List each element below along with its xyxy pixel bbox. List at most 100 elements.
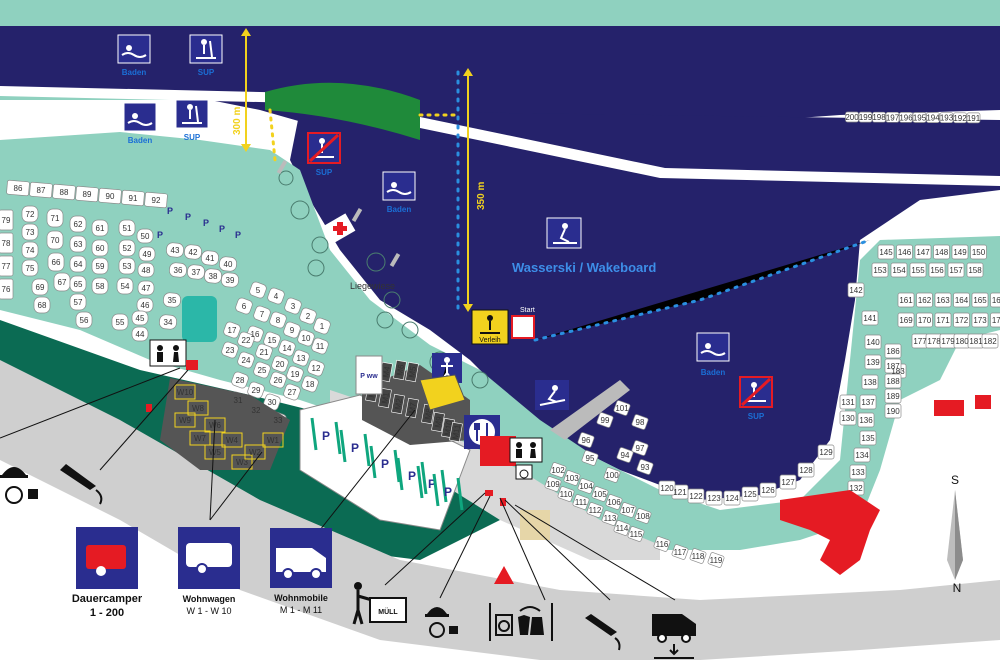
service-building-west bbox=[186, 360, 198, 370]
pitch-number: 194 bbox=[926, 114, 940, 123]
pitch-number: 99 bbox=[601, 416, 610, 425]
pitch bbox=[557, 486, 575, 502]
pitch-box bbox=[299, 307, 317, 325]
trailer-wheel-icon bbox=[196, 563, 208, 575]
pitch-box bbox=[159, 314, 177, 330]
pitch-number: 155 bbox=[911, 266, 925, 275]
pitch-number: 162 bbox=[918, 296, 932, 305]
pitch-number: 158 bbox=[968, 266, 982, 275]
pitch-number: 54 bbox=[121, 282, 130, 291]
pitch bbox=[909, 262, 927, 278]
pointer-line bbox=[504, 499, 611, 601]
pitch-number: 48 bbox=[142, 266, 151, 275]
pitch bbox=[990, 292, 1000, 308]
pitch-number: 18 bbox=[306, 380, 315, 389]
pitch-number: 120 bbox=[660, 484, 674, 493]
pitch-box bbox=[283, 321, 301, 339]
pitch bbox=[221, 272, 239, 288]
pitch-number: 101 bbox=[615, 404, 629, 413]
pitch bbox=[631, 414, 649, 430]
pitch-number: 127 bbox=[781, 478, 795, 487]
pitch-number: 110 bbox=[560, 490, 573, 499]
parking-small-letter: P bbox=[185, 212, 191, 222]
pitch-box bbox=[267, 287, 285, 305]
pitch bbox=[169, 262, 187, 278]
pitch-box bbox=[864, 334, 882, 350]
tree bbox=[366, 252, 386, 272]
pitch-box bbox=[144, 191, 168, 209]
pitch-box bbox=[859, 394, 877, 410]
pitch bbox=[605, 494, 623, 510]
pitch-box bbox=[0, 278, 14, 300]
sign-baden-1-label: Baden bbox=[122, 68, 147, 77]
pitch-box bbox=[899, 112, 913, 123]
parking-letter: P bbox=[428, 477, 436, 491]
pitch-box bbox=[98, 187, 122, 205]
legend-dauercamper-title: Dauercamper bbox=[72, 593, 143, 605]
pitch-number: 96 bbox=[582, 436, 591, 445]
pitch-box bbox=[933, 244, 950, 260]
tree bbox=[471, 371, 489, 389]
legend-dump-station bbox=[652, 614, 696, 659]
wohnwagen-pitch-number: W5 bbox=[209, 448, 222, 457]
pitch-box bbox=[953, 112, 967, 124]
pitch bbox=[204, 268, 222, 284]
pitch bbox=[75, 185, 99, 203]
legend-wohnwagen-title: Wohnwagen bbox=[183, 594, 236, 604]
waterski-icon bbox=[562, 223, 568, 229]
pitch bbox=[137, 262, 155, 278]
building bbox=[934, 400, 964, 416]
red-buildings-east bbox=[780, 395, 991, 575]
pitch-number: 97 bbox=[636, 444, 645, 453]
pitch-box bbox=[658, 480, 676, 496]
pitch-number: 45 bbox=[136, 314, 145, 323]
trash-bin-icon bbox=[369, 597, 407, 623]
legend-wohnmobile-range: M 1 - M 11 bbox=[280, 605, 322, 615]
pitch bbox=[118, 219, 136, 237]
pitch-number: 13 bbox=[297, 354, 306, 363]
plate-icon bbox=[5, 486, 23, 504]
wohnmobile-pitch-number: M5 bbox=[407, 365, 418, 378]
cloche-icon-base bbox=[0, 475, 28, 478]
sign-sup-forbidden-1-label: SUP bbox=[316, 168, 333, 177]
pitch-number: 56 bbox=[80, 316, 89, 325]
pitch bbox=[118, 239, 136, 257]
pitch-box bbox=[577, 432, 595, 448]
pitch-number: 166 bbox=[992, 296, 1000, 305]
pitch bbox=[884, 388, 902, 404]
wohnwagen-pitch bbox=[262, 432, 284, 448]
pitch-number: 44 bbox=[136, 330, 145, 339]
start-building bbox=[511, 315, 535, 339]
swim-icon-wave bbox=[127, 120, 153, 126]
pitch-box bbox=[953, 312, 970, 328]
pitch bbox=[21, 205, 39, 223]
pitch-number: 39 bbox=[226, 276, 235, 285]
pitch-box bbox=[221, 341, 239, 359]
pitch bbox=[839, 394, 857, 410]
wohnwagen-pitch bbox=[187, 400, 209, 416]
pitch bbox=[253, 361, 271, 379]
wohnmobile-pitch: M9 bbox=[431, 411, 445, 433]
pitch-number: 193 bbox=[940, 114, 954, 123]
sign-sup-1-label: SUP bbox=[198, 68, 215, 77]
sign-baden-4-box bbox=[696, 332, 730, 362]
pitch bbox=[671, 544, 689, 560]
legend-kitchen-icon-left bbox=[0, 467, 38, 504]
pitch-number: 70 bbox=[51, 236, 60, 245]
dump-truck-icon bbox=[652, 614, 696, 636]
pitch bbox=[292, 349, 310, 367]
parking-bay-lines bbox=[396, 457, 428, 495]
pitch bbox=[269, 371, 287, 389]
pitch bbox=[613, 400, 631, 416]
pitch-number: 36 bbox=[174, 266, 183, 275]
pitch-number: 115 bbox=[630, 530, 643, 539]
pitch-number: 93 bbox=[641, 463, 650, 472]
pitch-box bbox=[313, 317, 331, 335]
pitch-box bbox=[118, 257, 136, 275]
pitch-number: 33 bbox=[274, 416, 283, 425]
pitch bbox=[971, 312, 989, 328]
pitch-box bbox=[137, 262, 155, 278]
pitch-number: 68 bbox=[38, 301, 47, 310]
pitch-number: 122 bbox=[689, 492, 703, 501]
